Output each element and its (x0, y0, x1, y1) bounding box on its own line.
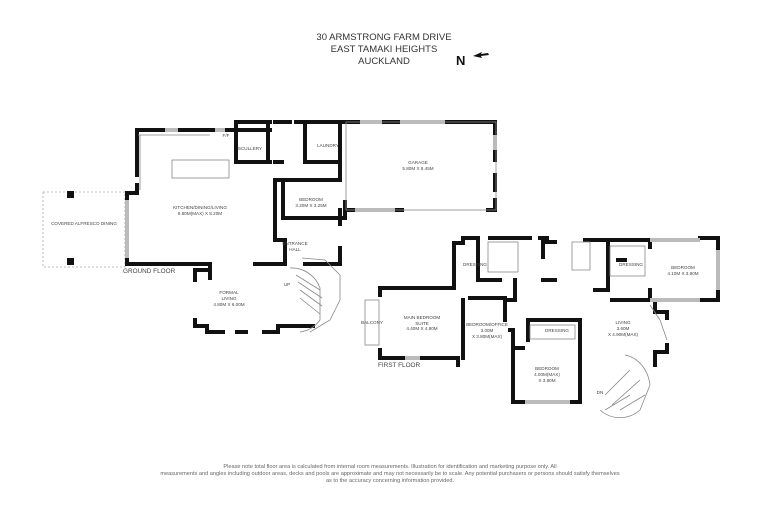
alfresco-outline (42, 191, 126, 268)
room-dims-main-bedroom: 4.40m x 4.80m (406, 326, 438, 331)
room-label-alfresco: COVERED ALFRESCO DINING (51, 221, 117, 226)
address-line-1: 30 ARMSTRONG FARM DRIVE (316, 32, 452, 43)
room-dims-living-1: 3.60m (616, 326, 630, 331)
first-floor-label: FIRST FLOOR (378, 362, 421, 369)
disclaimer: Please note total floor area is calculat… (150, 464, 630, 485)
room-label-bedroom: BEDROOM (299, 197, 323, 202)
dressing-label-3: DRESSING (619, 262, 643, 267)
address-line-2: EAST TAMAKI HEIGHTS (330, 44, 438, 55)
room-dims-bedroom-2b: x 3.80m (538, 378, 556, 383)
room-label-entrance: ENTRANCE HALL (282, 241, 308, 252)
dressing-label-2: DRESSING (545, 328, 569, 333)
room-dims-garage: 5.80m x 8.45m (402, 166, 434, 171)
room-dims-bedroom: 3.20m x 3.25m (295, 203, 327, 208)
alfresco-posts (67, 191, 74, 265)
disclaimer-line-1: Please note total floor area is calculat… (223, 464, 557, 470)
north-label: N (456, 53, 466, 68)
room-label-office: BEDROOM/OFFICE (466, 322, 508, 327)
first-floor-fixtures (364, 241, 668, 419)
room-dims-office-2: x 3.80m(max) (471, 334, 503, 339)
disclaimer-line-2: measurements and angles including outdoo… (160, 471, 620, 477)
stair-down-label: DN (596, 390, 604, 395)
room-label-laundry: LAUNDRY (317, 143, 339, 148)
formal-living-walls (193, 268, 315, 334)
room-dims-office-1: 3.00m (480, 328, 494, 333)
fridge-label: F/F (222, 133, 230, 138)
room-label-garage: GARAGE (408, 160, 428, 165)
room-dims-kitchen: 8.80m(max) x 8.20m (177, 211, 223, 216)
address-line-3: AUCKLAND (358, 56, 410, 67)
room-label-scullery: SCULLERY (237, 146, 263, 151)
room-label-living: LIVING (615, 320, 631, 325)
balcony-label: BALCONY (361, 320, 383, 325)
room-dims-bedroom-2a: 4.00m(max) (534, 372, 560, 377)
room-dims-living-2: x 4.90m(max) (607, 332, 639, 337)
disclaimer-line-3: as to the accuracy concerning informatio… (325, 478, 455, 484)
window-strips (125, 120, 720, 404)
room-label-formal-living: FORMAL LIVING (219, 290, 239, 301)
room-dims-formal-living: 4.80m x 6.00m (213, 302, 245, 307)
stair-up-label: UP (283, 282, 291, 287)
room-label-bedroom-2: BEDROOM (535, 366, 559, 371)
room-label-kitchen: KITCHEN/DINING/LIVING (173, 205, 227, 210)
property-address: 30 ARMSTRONG FARM DRIVE EAST TAMAKI HEIG… (0, 32, 768, 68)
ground-floor-fixtures (138, 121, 497, 333)
dressing-label-1: DRESSING (463, 262, 487, 267)
room-label-bedroom-3: BEDROOM (671, 265, 695, 270)
room-label-main-bedroom: MAIN BEDROOM SUITE (403, 315, 441, 326)
ground-floor-label: GROUND FLOOR (123, 268, 176, 275)
north-arrow-icon (473, 52, 489, 58)
room-dims-bedroom-3: 4.10m x 3.90m (667, 271, 699, 276)
